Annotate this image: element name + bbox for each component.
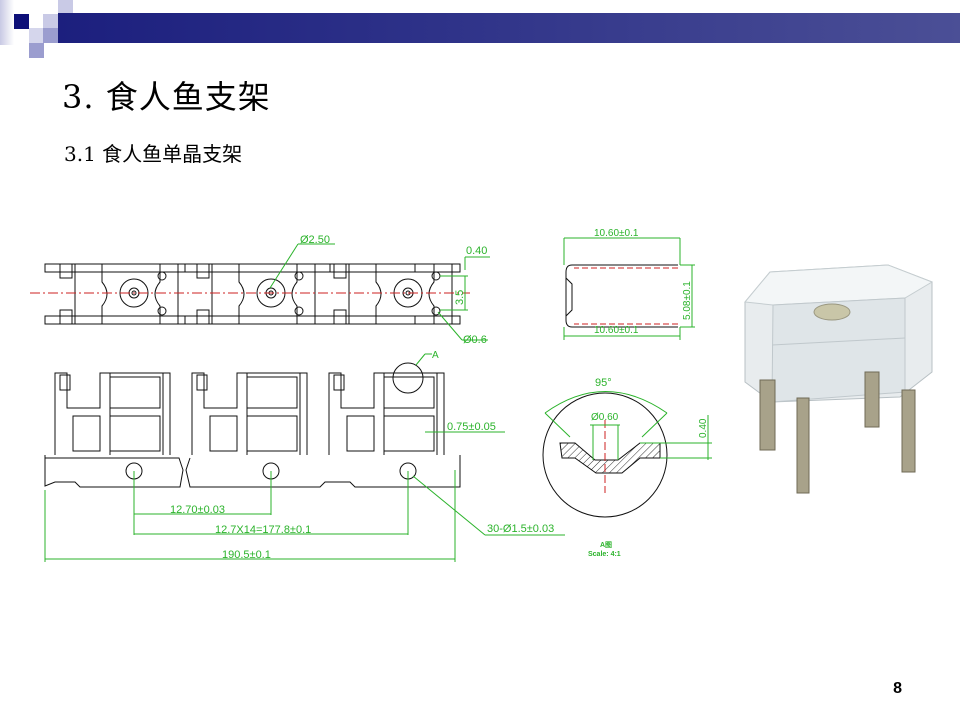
dim-lead-width: 0.75±0.05 (447, 421, 496, 433)
page-number: 8 (893, 680, 902, 697)
dim-hole-dia: Ø2.50 (300, 234, 330, 246)
header-bar (58, 13, 960, 43)
dim-angle: 95° (595, 377, 612, 389)
detail-view (542, 391, 712, 518)
slide-title: 3. 食人鱼支架 (62, 78, 271, 116)
detail-scale: Scale: 4:1 (588, 551, 621, 558)
dim-height: 5.08±0.1 (682, 281, 693, 320)
dim-depth: 0.40 (698, 418, 709, 438)
dim-total-length: 190.5±0.1 (222, 549, 271, 561)
dim-pitch: 12.70±0.03 (170, 504, 225, 516)
dim-width-bottom: 10.60±0.1 (594, 325, 639, 336)
dim-thickness: 0.40 (466, 245, 487, 257)
dim-small-hole: Ø0.6 (463, 334, 487, 346)
front-dimensions (44, 353, 565, 562)
front-view (44, 372, 461, 488)
top-dimensions (269, 243, 490, 341)
detail-label: A图 (600, 540, 612, 549)
dim-holes: 30-Ø1.5±0.03 (487, 523, 554, 535)
header-decoration (0, 0, 80, 60)
side-view (563, 237, 695, 340)
top-view (44, 263, 461, 325)
dim-pitch-height: 3.5 (454, 290, 466, 305)
dim-width-top: 10.60±0.1 (594, 228, 639, 239)
dim-total-pitch: 12.7X14=177.8±0.1 (215, 524, 311, 536)
detail-callout-a: A (432, 350, 439, 361)
slide-subtitle: 3.1 食人鱼单晶支架 (64, 142, 243, 166)
dim-cup-dia: Ø0.60 (591, 412, 619, 423)
led-photo (744, 264, 934, 494)
